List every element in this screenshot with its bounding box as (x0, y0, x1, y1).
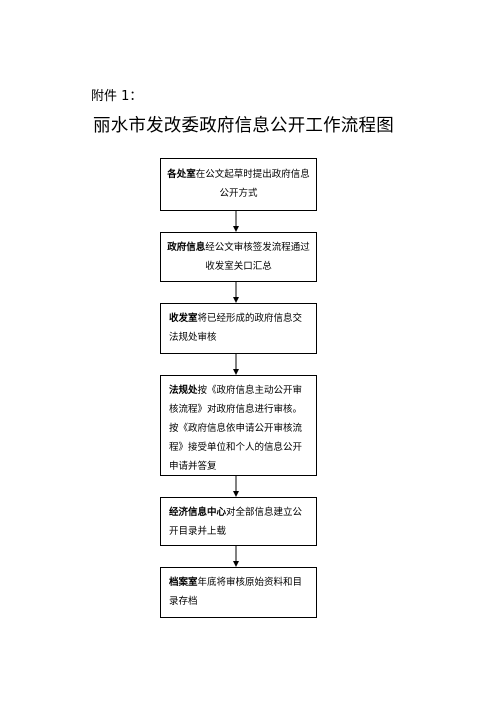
flow-step-3: 收发室将已经形成的政府信息交法规处审核 (160, 303, 317, 354)
flow-step-5-lead: 经济信息中心 (169, 507, 227, 518)
flow-step-4-lead: 法规处 (169, 385, 198, 396)
document-title: 丽水市发改委政府信息公开工作流程图 (93, 116, 394, 136)
flow-step-6-text: 年底将审核原始资料和目录存档 (169, 577, 303, 607)
flow-step-3-text: 将已经形成的政府信息交法规处审核 (169, 313, 303, 343)
flow-step-2-text: 经公文审核签发流程通过收发室关口汇总 (205, 242, 310, 272)
flow-step-2-lead: 政府信息 (167, 242, 206, 253)
flow-step-6: 档案室年底将审核原始资料和目录存档 (160, 567, 317, 618)
flow-step-5-text: 对全部信息建立公开目录并上载 (169, 507, 303, 537)
flow-step-1-lead: 各处室 (167, 169, 196, 180)
flow-step-5: 经济信息中心对全部信息建立公开目录并上载 (160, 497, 317, 546)
flow-step-3-lead: 收发室 (169, 313, 198, 324)
flow-step-4-text: 按《政府信息主动公开审核流程》对政府信息进行审核。按《政府信息依申请公开审核流程… (169, 385, 303, 472)
flow-step-1: 各处室在公文起草时提出政府信息公开方式 (160, 158, 317, 211)
attachment-label: 附件 1： (91, 89, 143, 104)
flow-step-6-lead: 档案室 (169, 577, 198, 588)
flow-step-2: 政府信息经公文审核签发流程通过收发室关口汇总 (160, 232, 317, 282)
flow-step-1-text: 在公文起草时提出政府信息公开方式 (195, 169, 310, 199)
flow-step-4: 法规处按《政府信息主动公开审核流程》对政府信息进行审核。按《政府信息依申请公开审… (160, 375, 317, 476)
